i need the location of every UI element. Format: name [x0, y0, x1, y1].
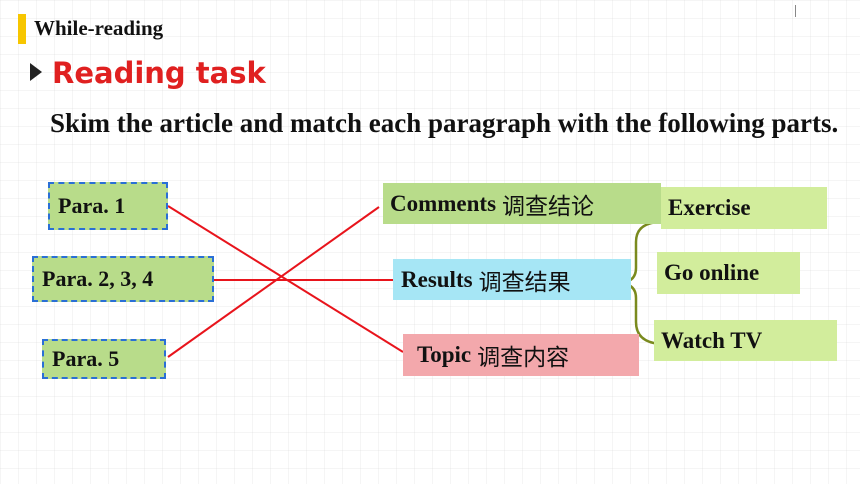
- part-label-en: Comments: [390, 190, 497, 216]
- arrow-bullet-icon: [30, 63, 42, 81]
- page-title: Reading task: [30, 56, 266, 90]
- result-item-go-online: Go online: [657, 252, 800, 294]
- para-box-2-3-4[interactable]: Para. 2, 3, 4: [32, 256, 214, 302]
- section-accent-bar: [18, 14, 26, 44]
- section-label: While-reading: [34, 16, 164, 40]
- instruction-text: Skim the article and match each paragrap…: [50, 108, 839, 138]
- page-title-text: Reading task: [52, 56, 266, 90]
- para-label: Para. 2, 3, 4: [42, 266, 154, 291]
- result-item-exercise: Exercise: [661, 187, 827, 229]
- part-label-cn: 调查结论: [502, 193, 595, 220]
- para-label: Para. 5: [52, 346, 120, 371]
- part-label-en: Results: [401, 266, 473, 292]
- para-box-5[interactable]: Para. 5: [42, 339, 166, 379]
- part-label-cn: 调查内容: [477, 345, 570, 371]
- result-item-label: Exercise: [668, 195, 751, 220]
- result-item-watch-tv: Watch TV: [654, 320, 837, 361]
- slide-marker: [795, 5, 796, 17]
- para-label: Para. 1: [58, 193, 126, 218]
- para-box-1[interactable]: Para. 1: [48, 182, 168, 230]
- match-line-para5-comments: [167, 206, 380, 358]
- part-label-cn: 调查结果: [478, 269, 571, 296]
- part-label-en: Topic: [417, 342, 472, 367]
- result-item-label: Watch TV: [661, 327, 763, 353]
- result-item-label: Go online: [664, 260, 760, 285]
